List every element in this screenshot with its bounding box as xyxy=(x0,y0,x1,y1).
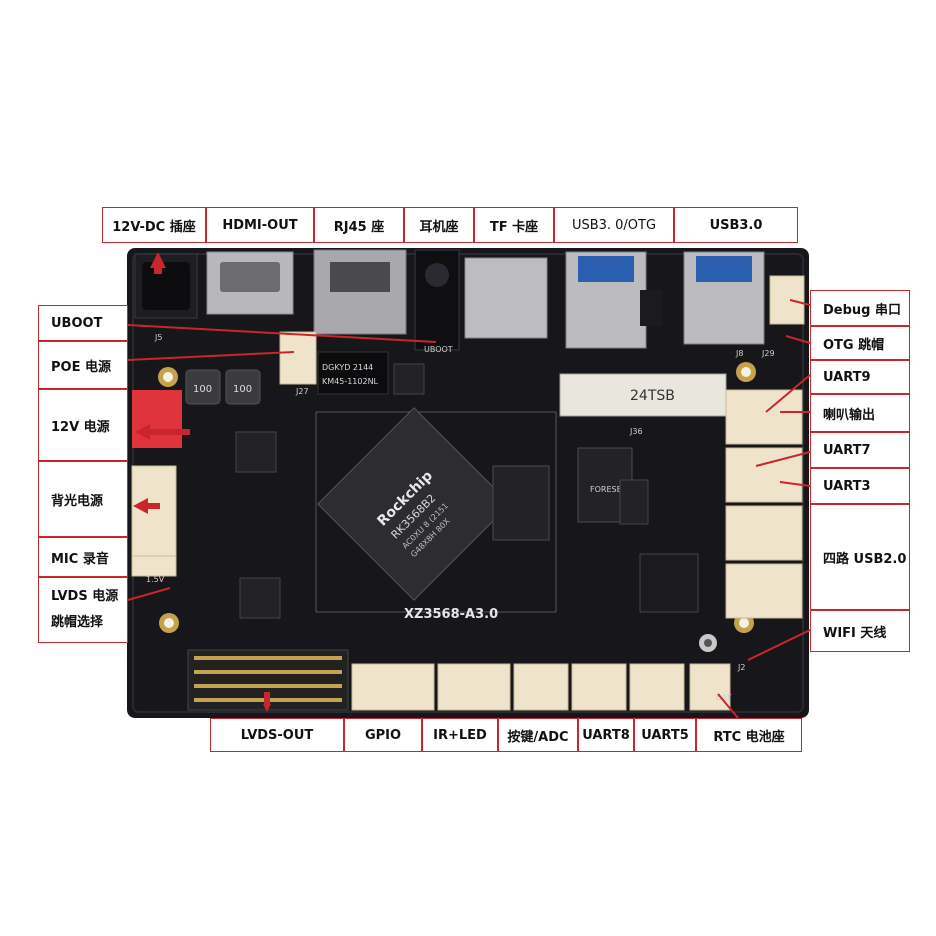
mic-connector xyxy=(131,555,177,577)
wifi-module xyxy=(639,553,699,613)
silk-j36: J36 xyxy=(629,427,643,436)
tf-card-slot xyxy=(464,257,548,339)
label-uart5: UART5 xyxy=(634,718,696,752)
silk-j5: J5 xyxy=(154,333,162,342)
poe-connector xyxy=(279,331,317,385)
debug-connector xyxy=(769,275,805,325)
silk-uboot: UBOOT xyxy=(424,345,453,354)
silk-j2: J2 xyxy=(737,663,745,672)
label-lvds-jumper-line2: 跳帽选择 xyxy=(51,615,104,630)
inductor-marking: 100 xyxy=(193,384,212,395)
label-lvds-jumper-line1: LVDS 电源 xyxy=(51,589,119,604)
uart5-connector xyxy=(629,663,685,711)
slot-text: 24TSB xyxy=(630,388,675,404)
label-hdmi-out: HDMI-OUT xyxy=(206,207,314,243)
label-wifi-antenna: WIFI 天线 xyxy=(810,610,910,652)
label-uart9: UART9 xyxy=(810,360,910,394)
ic xyxy=(393,363,425,395)
label-rtc-battery: RTC 电池座 xyxy=(696,718,802,752)
usb2-connector xyxy=(725,505,803,561)
label-debug-uart: Debug 串口 xyxy=(810,290,910,326)
label-uart8: UART8 xyxy=(578,718,634,752)
uart8-connector xyxy=(571,663,627,711)
ic xyxy=(235,431,277,473)
inductor xyxy=(225,369,261,405)
soc-area xyxy=(315,411,557,613)
label-uboot: UBOOT xyxy=(38,305,128,341)
usb2-connector xyxy=(725,563,803,619)
label-12v-dc-jack: 12V-DC 插座 xyxy=(102,207,206,243)
rtc-connector xyxy=(689,663,731,711)
label-key-adc: 按键/ADC xyxy=(498,718,578,752)
uart9-speaker-connector xyxy=(725,389,803,445)
label-tf-slot: TF 卡座 xyxy=(474,207,554,243)
ic xyxy=(239,577,281,619)
12v-power-header xyxy=(132,390,182,448)
label-ir-led: IR+LED xyxy=(422,718,498,752)
label-usb2-quad: 四路 USB2.0 xyxy=(810,504,910,610)
label-rj45: RJ45 座 xyxy=(314,207,404,243)
silk-j27: J27 xyxy=(295,387,309,396)
label-12v-power: 12V 电源 xyxy=(38,389,128,461)
inductor xyxy=(185,369,221,405)
key-adc-connector xyxy=(513,663,569,711)
emmc-logo: FORESEE xyxy=(590,485,627,494)
silk-1v5: 1.5V xyxy=(146,575,165,584)
label-mic: MIC 录音 xyxy=(38,537,128,577)
silk-bat: BAT xyxy=(716,693,731,702)
soc-chip: Rockchip RK3568B2 AC0XU 8 (2151 G48X8H 8… xyxy=(317,407,511,601)
label-poe-power: POE 电源 xyxy=(38,341,128,389)
memory-chip xyxy=(492,465,550,541)
magnetics-text-1: DGKYD 2144 xyxy=(322,363,373,372)
label-usb3-otg: USB3. 0/OTG xyxy=(554,207,674,243)
board-model: XZ3568-A3.0 xyxy=(404,607,498,622)
label-uart3: UART3 xyxy=(810,468,910,504)
silk-j8: J8 xyxy=(735,349,743,358)
label-headphone: 耳机座 xyxy=(404,207,474,243)
silk-j29: J29 xyxy=(761,349,775,358)
backlight-connector xyxy=(131,465,177,557)
inductor-marking: 100 xyxy=(233,384,252,395)
ic xyxy=(619,479,649,525)
label-lvds-out: LVDS-OUT xyxy=(210,718,344,752)
magnetics-module xyxy=(317,351,389,395)
label-usb3: USB3.0 xyxy=(674,207,798,243)
annotation-arrows xyxy=(127,252,811,719)
gpio-connector xyxy=(351,663,435,711)
label-otg-jumper: OTG 跳帽 xyxy=(810,326,910,360)
ir-led-connector xyxy=(437,663,511,711)
label-uart7: UART7 xyxy=(810,432,910,468)
magnetics-text-2: KM45-1102NL xyxy=(322,377,379,386)
label-speaker: 喇叭输出 xyxy=(810,394,910,432)
label-lvds-jumper: LVDS 电源 跳帽选择 xyxy=(38,577,128,643)
m2-slot xyxy=(559,373,727,417)
label-gpio: GPIO xyxy=(344,718,422,752)
label-backlight-power: 背光电源 xyxy=(38,461,128,537)
